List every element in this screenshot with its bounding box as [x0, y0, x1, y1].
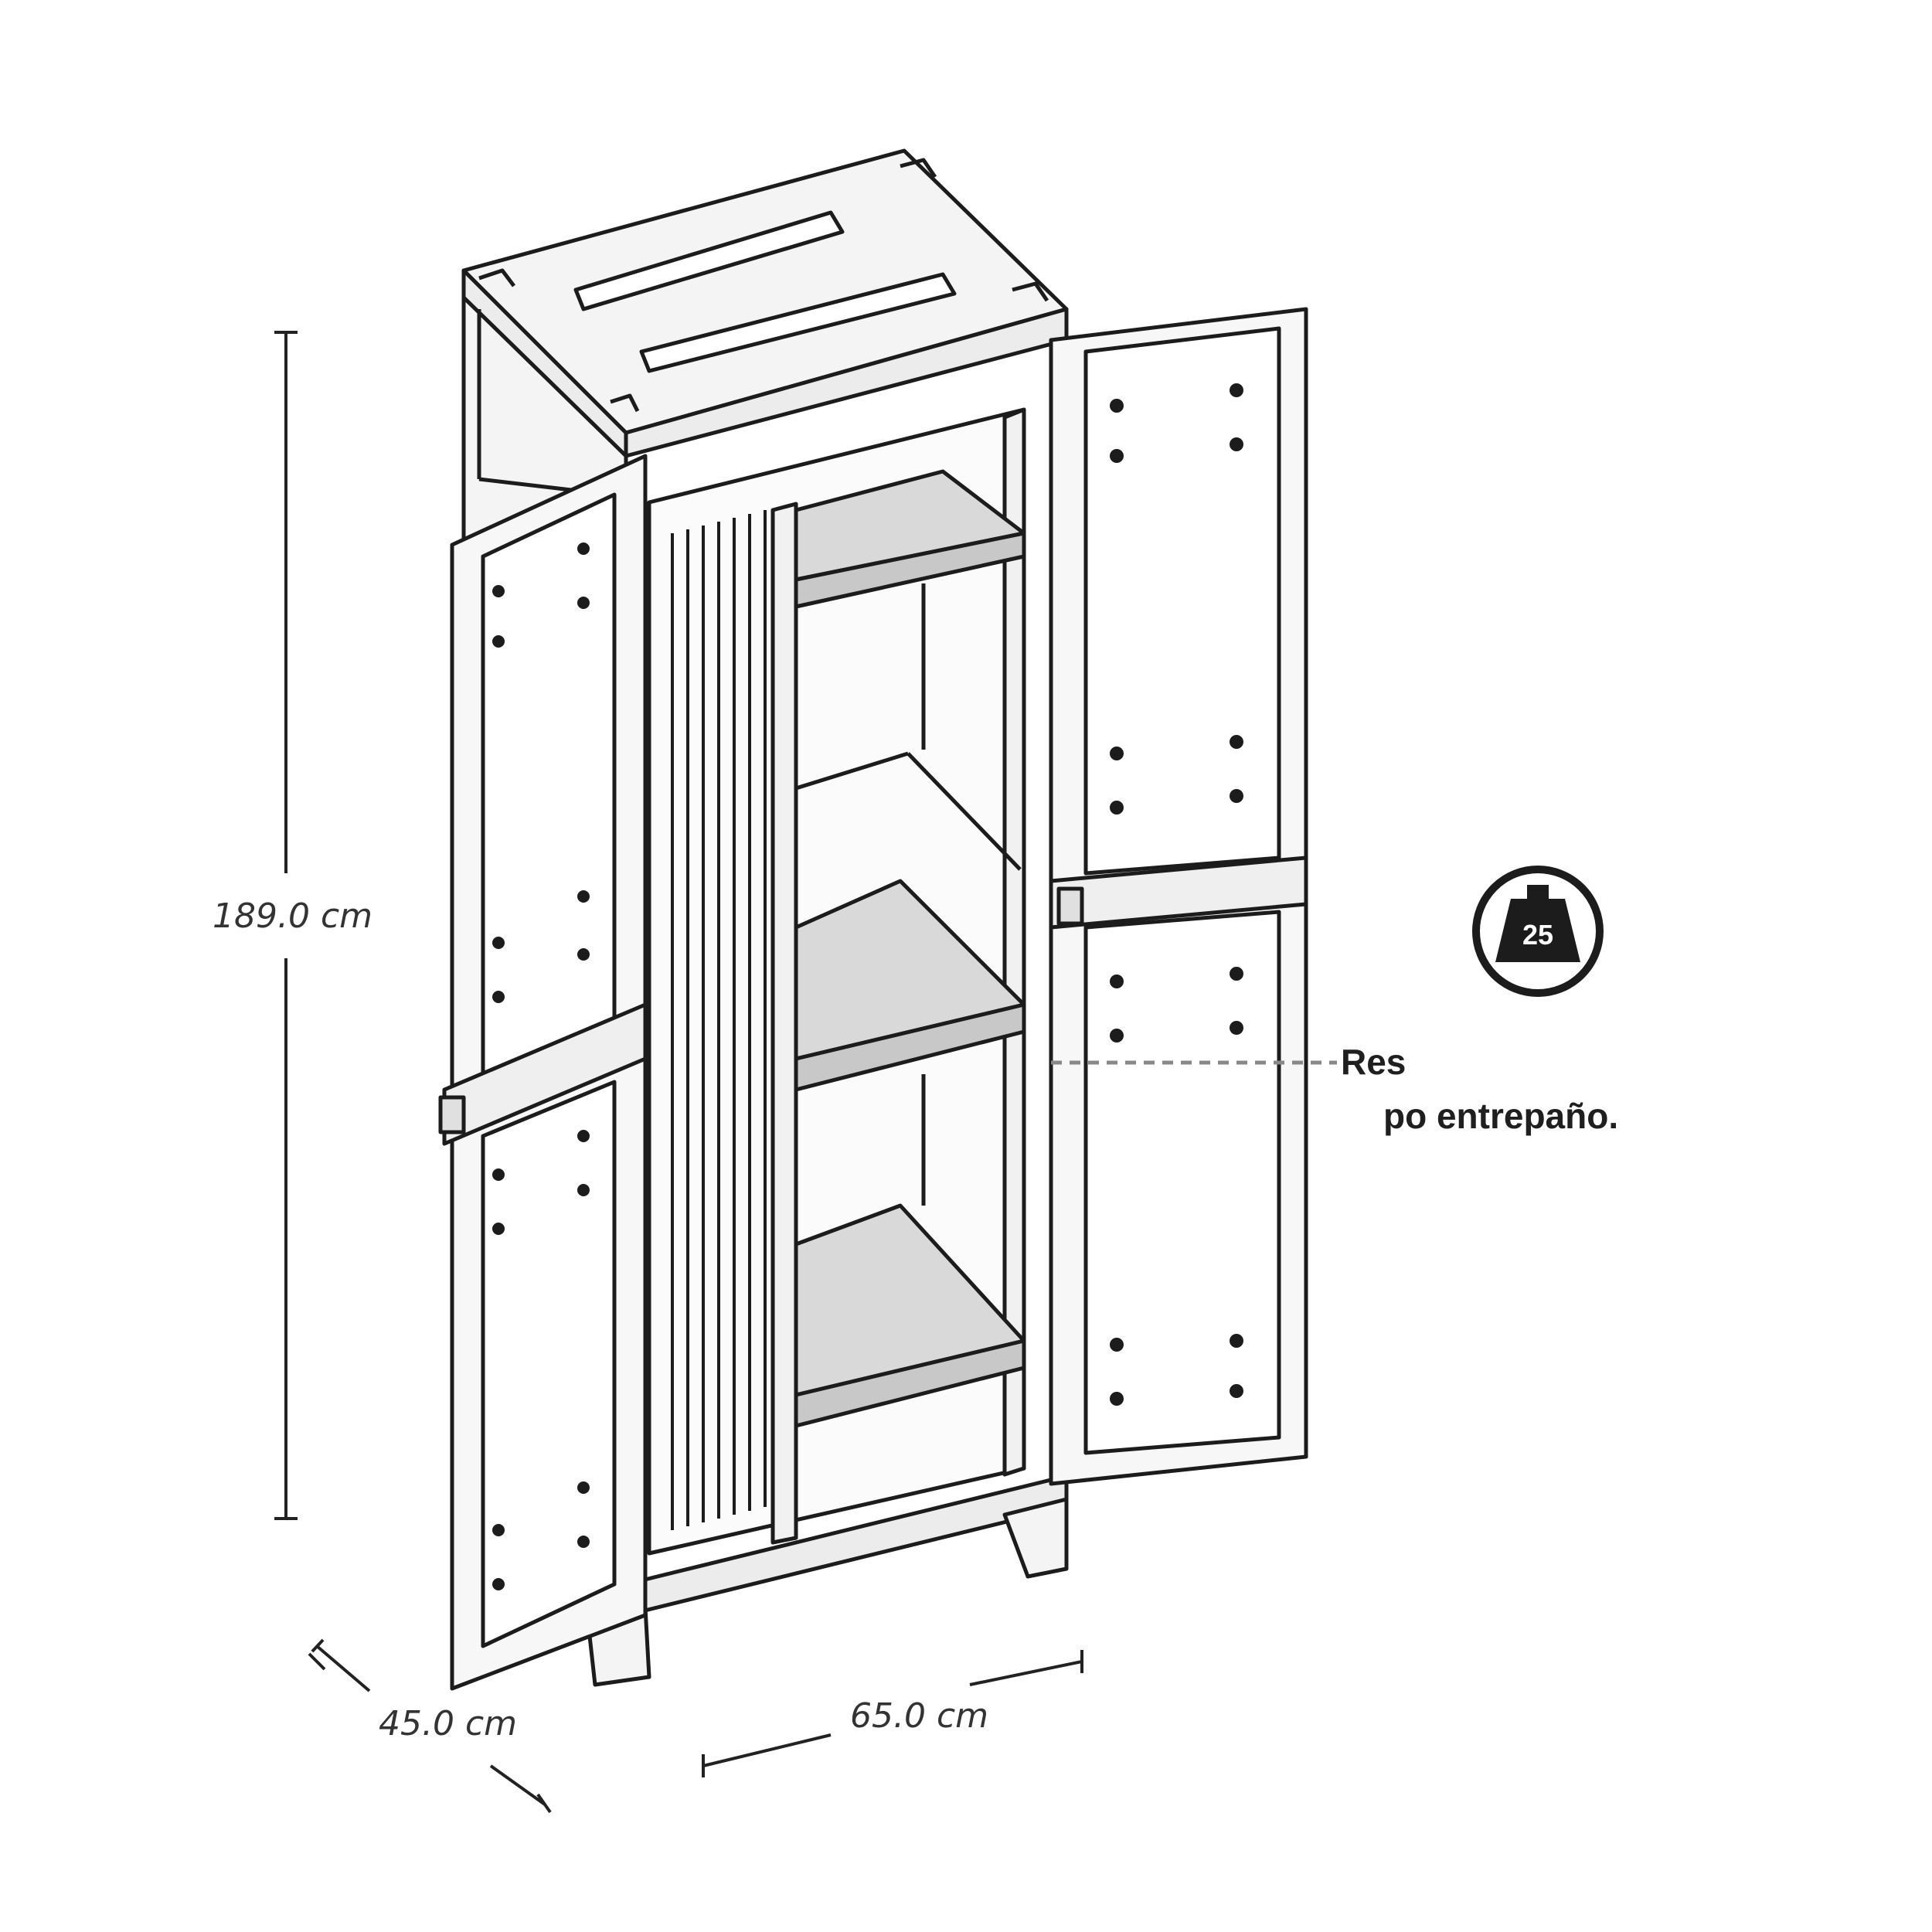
shelves — [794, 469, 1026, 1428]
top-corner-br — [900, 158, 937, 179]
shelf-2 — [794, 879, 1026, 1092]
depth-dimension-tick-start-b — [311, 1638, 325, 1653]
depth-dimension-tick-end — [536, 1793, 552, 1814]
left-door-holes — [492, 543, 590, 1590]
top-corner-front — [610, 393, 640, 413]
load-badge-value: 25 — [1522, 919, 1553, 951]
depth-dimension-label: 45.0 cm — [379, 1704, 517, 1743]
load-badge: 25 — [1472, 866, 1604, 997]
shelf-3 — [794, 1203, 1026, 1428]
left-door — [438, 454, 648, 1691]
left-door-hinge — [438, 1095, 466, 1134]
right-door-holes — [1110, 383, 1243, 1406]
shelf-1 — [794, 469, 1026, 609]
top-slot-2 — [639, 272, 957, 373]
height-dimension-label: 189.0 cm — [213, 896, 372, 936]
right-door — [1049, 307, 1308, 1486]
depth-dimension-line-end — [489, 1764, 546, 1806]
width-dimension-label: 65.0 cm — [850, 1696, 988, 1736]
height-dimension — [274, 331, 298, 1520]
callout-line-1: Res — [1341, 1042, 1406, 1082]
top-corner-fl — [478, 268, 515, 287]
depth-dimension-line-start — [315, 1645, 371, 1692]
cabinet — [438, 148, 1308, 1691]
width-dimension-line-end — [969, 1660, 1083, 1686]
depth-dimension — [308, 1638, 552, 1814]
width-dimension-line-start — [702, 1733, 832, 1767]
width-dimension — [702, 1650, 1083, 1777]
back-slats — [671, 510, 767, 1530]
weight-icon — [1495, 885, 1580, 962]
cabinet-top — [461, 148, 1069, 458]
right-door-hinge — [1056, 886, 1084, 926]
right-door-hinge-bar — [1049, 855, 1308, 930]
top-slot-1 — [573, 210, 845, 311]
callout-line-2: po entrepaño. — [1383, 1096, 1618, 1136]
cabinet-foot-right — [1002, 1497, 1069, 1579]
depth-dimension-tick-start — [308, 1652, 326, 1671]
top-corner-fr — [1012, 281, 1049, 302]
